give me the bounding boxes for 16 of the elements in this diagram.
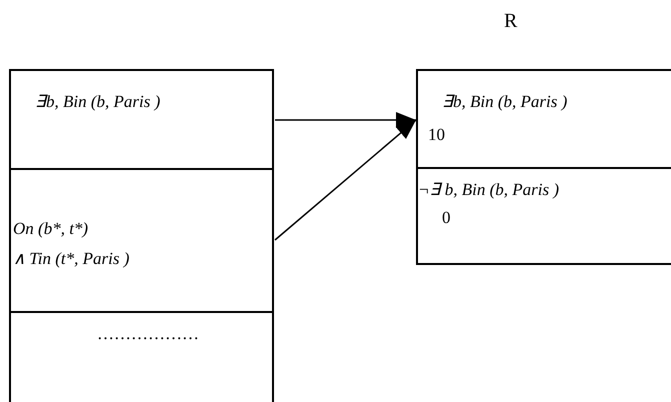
compartment-box bbox=[9, 69, 274, 170]
formula-text: ∃b, Bin (b, Paris ) bbox=[35, 93, 160, 110]
compartment-box bbox=[416, 69, 671, 169]
arrow bbox=[274, 119, 416, 241]
formula-text: ∃b, Bin (b, Paris ) bbox=[442, 93, 568, 110]
formula-text: ¬∃ b, Bin (b, Paris ) bbox=[418, 181, 559, 198]
compartment-box bbox=[416, 167, 671, 265]
compartment-box bbox=[9, 311, 274, 402]
formula-text: ∧ Tin (t*, Paris ) bbox=[13, 250, 130, 267]
value-text: 10 bbox=[428, 126, 445, 143]
arrow bbox=[275, 112, 416, 128]
label-text: R bbox=[504, 10, 518, 33]
ellipsis-text: ……………… bbox=[97, 325, 199, 342]
compartment-box bbox=[9, 168, 274, 313]
formula-text: On (b*, t*) bbox=[13, 220, 88, 237]
value-text: 0 bbox=[442, 209, 450, 226]
